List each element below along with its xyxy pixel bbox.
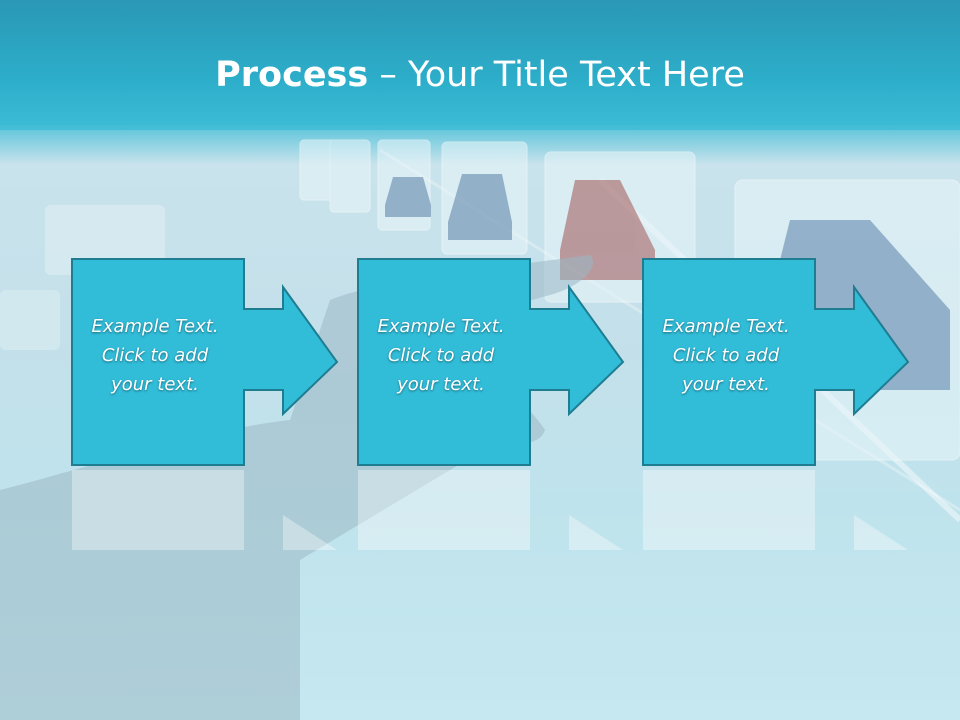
title-rest: – Your Title Text Here: [368, 55, 745, 95]
arrow-box-shape: [642, 258, 910, 466]
car-icon: [448, 174, 512, 240]
title-bar: [0, 0, 960, 130]
step-3-reflection: [641, 470, 921, 550]
car-icon: [385, 177, 431, 217]
process-step-3[interactable]: Example Text. Click to add your text.: [641, 257, 921, 472]
slide-title[interactable]: Process – Your Title Text Here: [0, 52, 960, 98]
arrow-box-shape: [357, 258, 625, 466]
car-icon: [560, 180, 655, 280]
step-2-reflection: [356, 470, 636, 550]
process-step-2[interactable]: Example Text. Click to add your text.: [356, 257, 636, 472]
process-step-1[interactable]: Example Text. Click to add your text.: [70, 257, 350, 472]
step-text: Example Text. Click to add your text.: [662, 316, 790, 395]
arrow-box-shape: [71, 258, 339, 466]
title-bold: Process: [215, 55, 369, 95]
step-text: Example Text. Click to add your text.: [91, 316, 219, 395]
step-text: Example Text. Click to add your text.: [377, 316, 505, 395]
step-1-reflection: [70, 470, 350, 550]
